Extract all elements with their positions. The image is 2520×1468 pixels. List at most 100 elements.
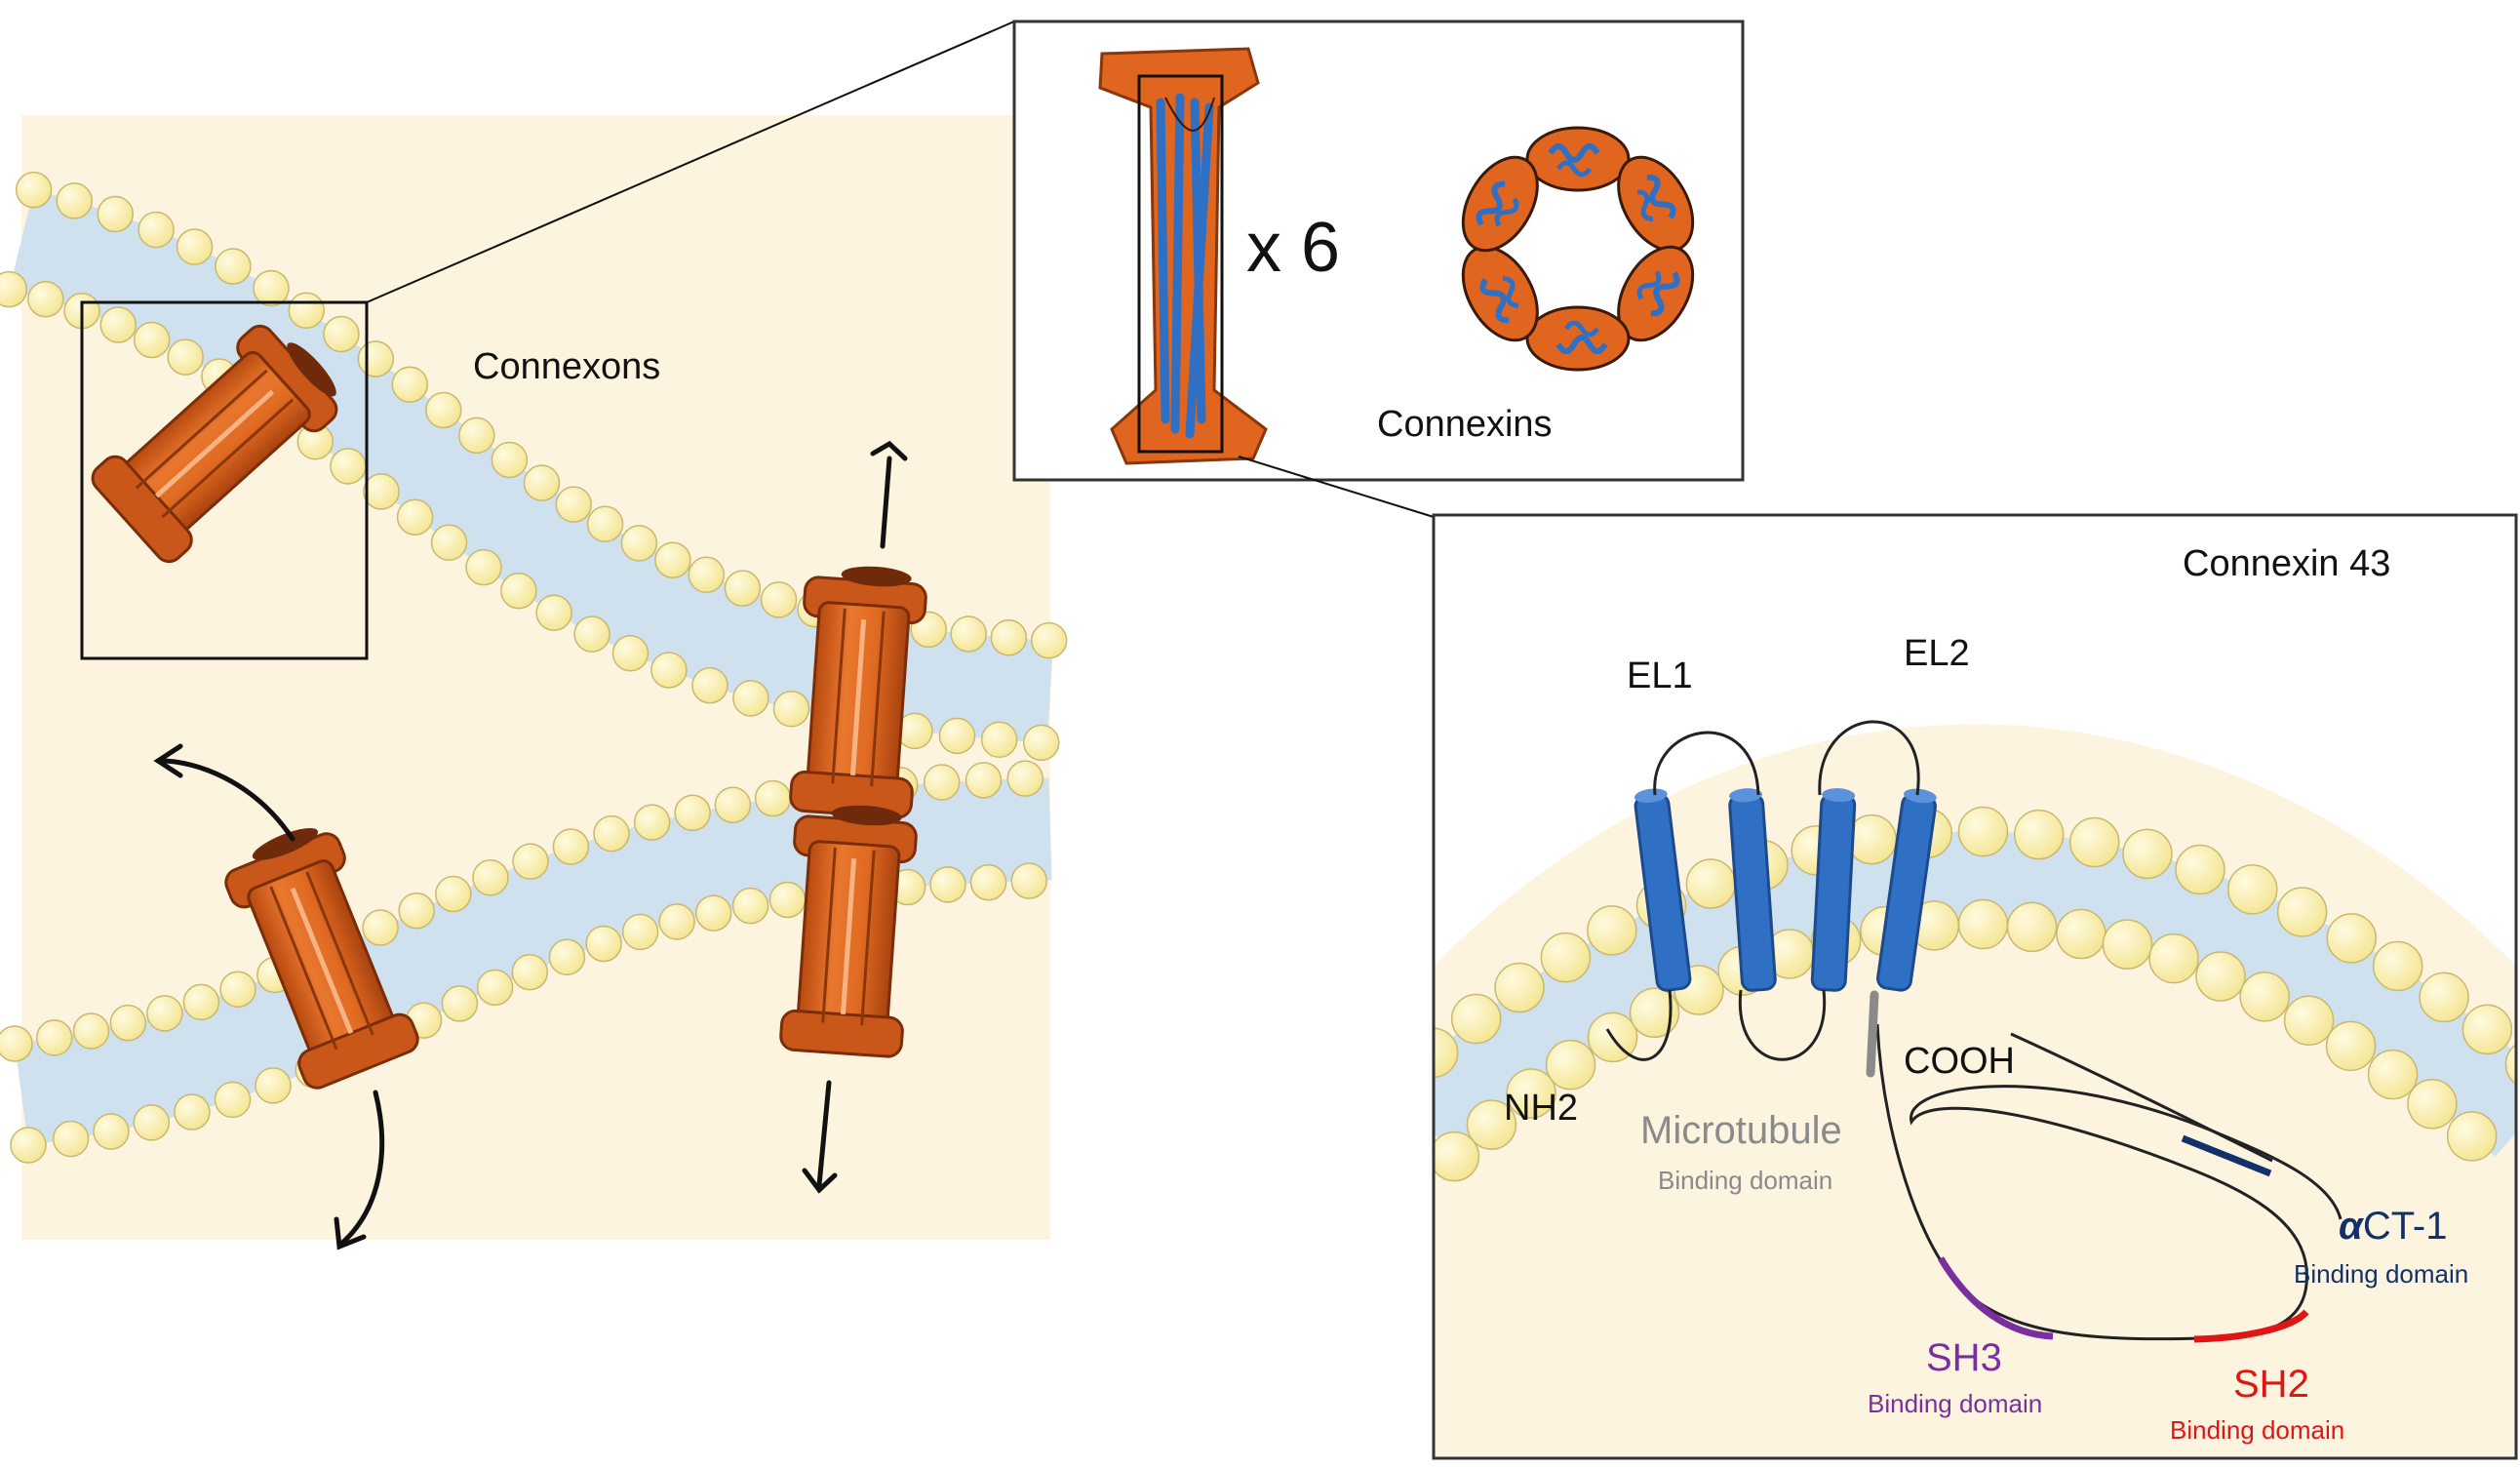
connexon-ring xyxy=(1461,126,1695,372)
lipid-head xyxy=(585,925,622,963)
lipid-head xyxy=(650,652,688,689)
connexin43-label: Connexin 43 xyxy=(2183,543,2390,584)
lipid-head xyxy=(2372,940,2423,992)
connexin-ring-subunit xyxy=(1525,126,1631,192)
lipid-head xyxy=(548,938,586,976)
lipid-head xyxy=(2504,1043,2516,1086)
panel-frame xyxy=(1432,513,2518,1460)
lipid-head xyxy=(611,635,650,672)
lipid-head xyxy=(1957,806,2009,857)
times-six-label: x 6 xyxy=(1246,209,1340,287)
lipid-head xyxy=(133,1104,171,1141)
extracellular-loop-1 xyxy=(1653,731,1760,796)
lipid-head xyxy=(500,572,537,610)
cooh-end xyxy=(2010,1032,2273,1163)
el1-label: EL1 xyxy=(1627,655,1693,696)
sh3-sub-label: Binding domain xyxy=(1868,1389,2042,1418)
lipid-head xyxy=(732,680,769,717)
lipid-head xyxy=(965,762,1003,799)
lipid-head xyxy=(215,248,252,285)
connexin-ring-subunit xyxy=(1525,305,1631,372)
lipid-head xyxy=(1506,1068,1556,1119)
lipid-head xyxy=(174,1093,211,1131)
lipid-head xyxy=(2056,908,2107,960)
intracellular-loop xyxy=(1738,989,1827,1061)
lipid-head xyxy=(363,473,400,510)
connexin-ring-subunit xyxy=(1461,155,1539,253)
lipid-head xyxy=(465,548,502,586)
act1-label: αCT-1 xyxy=(2339,1205,2448,1248)
lipid-head xyxy=(1006,760,1044,797)
lipid-head xyxy=(2446,1111,2498,1162)
act1-text: CT-1 xyxy=(2363,1205,2448,1248)
lipid-head xyxy=(633,804,671,841)
lipid-head xyxy=(2227,864,2278,915)
act1-sub-label: Binding domain xyxy=(2294,1259,2468,1289)
connexin-ring-subunit xyxy=(1617,245,1695,342)
lipid-head xyxy=(0,1025,33,1062)
lipid-head xyxy=(2195,951,2246,1002)
lipid-head xyxy=(2239,972,2290,1022)
lipid-head xyxy=(674,794,711,832)
lipid-head xyxy=(969,863,1007,901)
lipid-head xyxy=(36,1019,73,1056)
lipid-head xyxy=(214,1081,252,1119)
lipid-head xyxy=(491,441,529,479)
lipid-head xyxy=(731,887,769,925)
lipid-head xyxy=(441,985,479,1022)
lipid-head xyxy=(56,182,94,219)
lipid-head xyxy=(1466,1099,1517,1150)
zoom-line-inset xyxy=(1238,456,1435,518)
lipid-head xyxy=(654,541,691,578)
sh2-sub-label: Binding domain xyxy=(2170,1415,2344,1445)
lipid-head xyxy=(1434,1131,1480,1182)
lipid-head xyxy=(2461,1004,2513,1055)
lipid-head xyxy=(219,971,256,1009)
lipid-head xyxy=(1030,621,1068,659)
n-terminus xyxy=(1605,989,1673,1061)
lipid-head xyxy=(573,615,610,653)
lipid-head xyxy=(2006,901,2058,953)
lipid-head xyxy=(929,866,966,903)
lipid-head xyxy=(430,524,468,562)
connexin-subunit xyxy=(1098,47,1268,465)
lipid-head xyxy=(1957,898,2009,950)
lipid-head xyxy=(133,321,171,359)
lipid-head xyxy=(990,618,1028,656)
lipid-head xyxy=(535,594,572,631)
lipid-head xyxy=(938,717,976,755)
lipid-head xyxy=(1023,724,1060,762)
act1-binding-segment xyxy=(2181,1134,2272,1177)
lipid-head xyxy=(435,875,472,913)
lipid-head xyxy=(330,448,367,485)
el2-label: EL2 xyxy=(1904,633,1970,674)
lipid-head xyxy=(472,859,509,896)
lipid-head xyxy=(176,228,214,265)
lipid-head xyxy=(980,721,1018,758)
lipid-head xyxy=(97,195,134,233)
lipid-head xyxy=(555,486,592,523)
lipid-head xyxy=(1587,905,1637,956)
lipid-head xyxy=(2148,932,2199,984)
lipid-head xyxy=(72,1012,110,1050)
lipid-head xyxy=(288,292,325,329)
lipid-head xyxy=(52,1120,90,1158)
lipid-head xyxy=(253,269,290,307)
lipid-head xyxy=(2283,995,2335,1046)
lipid-head xyxy=(523,464,561,501)
lipid-head xyxy=(357,340,395,377)
nh2-label: NH2 xyxy=(1504,1088,1578,1129)
lipid-head xyxy=(688,556,726,594)
zoom-line-top xyxy=(366,20,1015,303)
lipid-head xyxy=(93,1113,130,1150)
lipid-head xyxy=(1010,862,1048,899)
zoom-box xyxy=(80,300,369,660)
lipid-head xyxy=(182,983,220,1021)
lipid-head xyxy=(2276,887,2328,937)
lipid-head xyxy=(391,366,429,403)
lipid-head xyxy=(1629,987,1680,1039)
lipid-head xyxy=(950,615,987,653)
lipid-head xyxy=(724,570,762,607)
lipid-head xyxy=(99,306,138,343)
